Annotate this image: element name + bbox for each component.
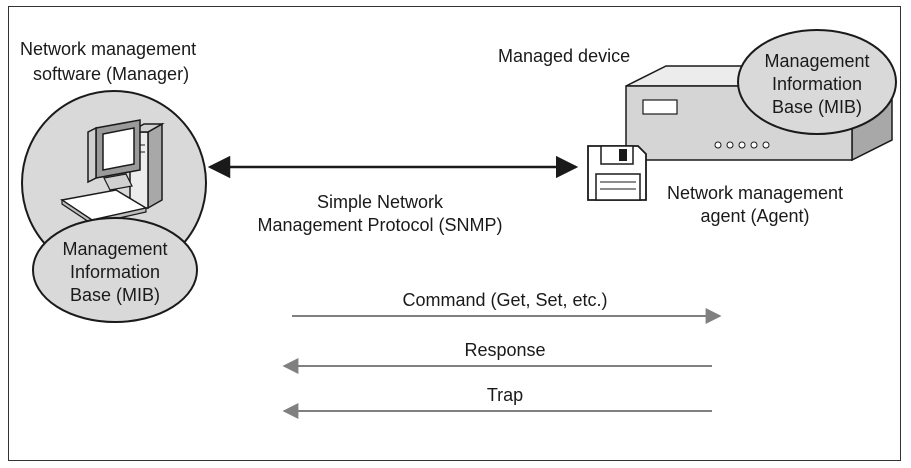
snmp-label-line1: Simple Network [316, 192, 444, 212]
floppy-disk-icon [587, 145, 647, 201]
device-mib-line2: Information [771, 74, 863, 94]
snmp-label-line2: Management Protocol (SNMP) [257, 215, 503, 235]
agent-label-line2: agent (Agent) [700, 206, 810, 226]
manager-mib-line1: Management [62, 239, 168, 259]
command-label: Command (Get, Set, etc.) [402, 290, 608, 310]
response-label: Response [464, 340, 546, 360]
manager-mib-line3: Base (MIB) [69, 285, 161, 305]
manager-station [21, 90, 207, 323]
manager-mib-line2: Information [69, 262, 161, 282]
device-mib-line1: Management [764, 51, 870, 71]
manager-title-line1: Network management [20, 39, 197, 59]
agent-label-line1: Network management [666, 183, 844, 203]
device-mib-line3: Base (MIB) [771, 97, 863, 117]
monitor-icon [87, 119, 141, 191]
manager-title-line2: software (Manager) [33, 64, 190, 84]
manager-mib-ellipse [32, 217, 198, 323]
device-mib-ellipse [737, 29, 897, 135]
trap-label: Trap [486, 385, 524, 405]
managed-device-title: Managed device [498, 46, 631, 66]
